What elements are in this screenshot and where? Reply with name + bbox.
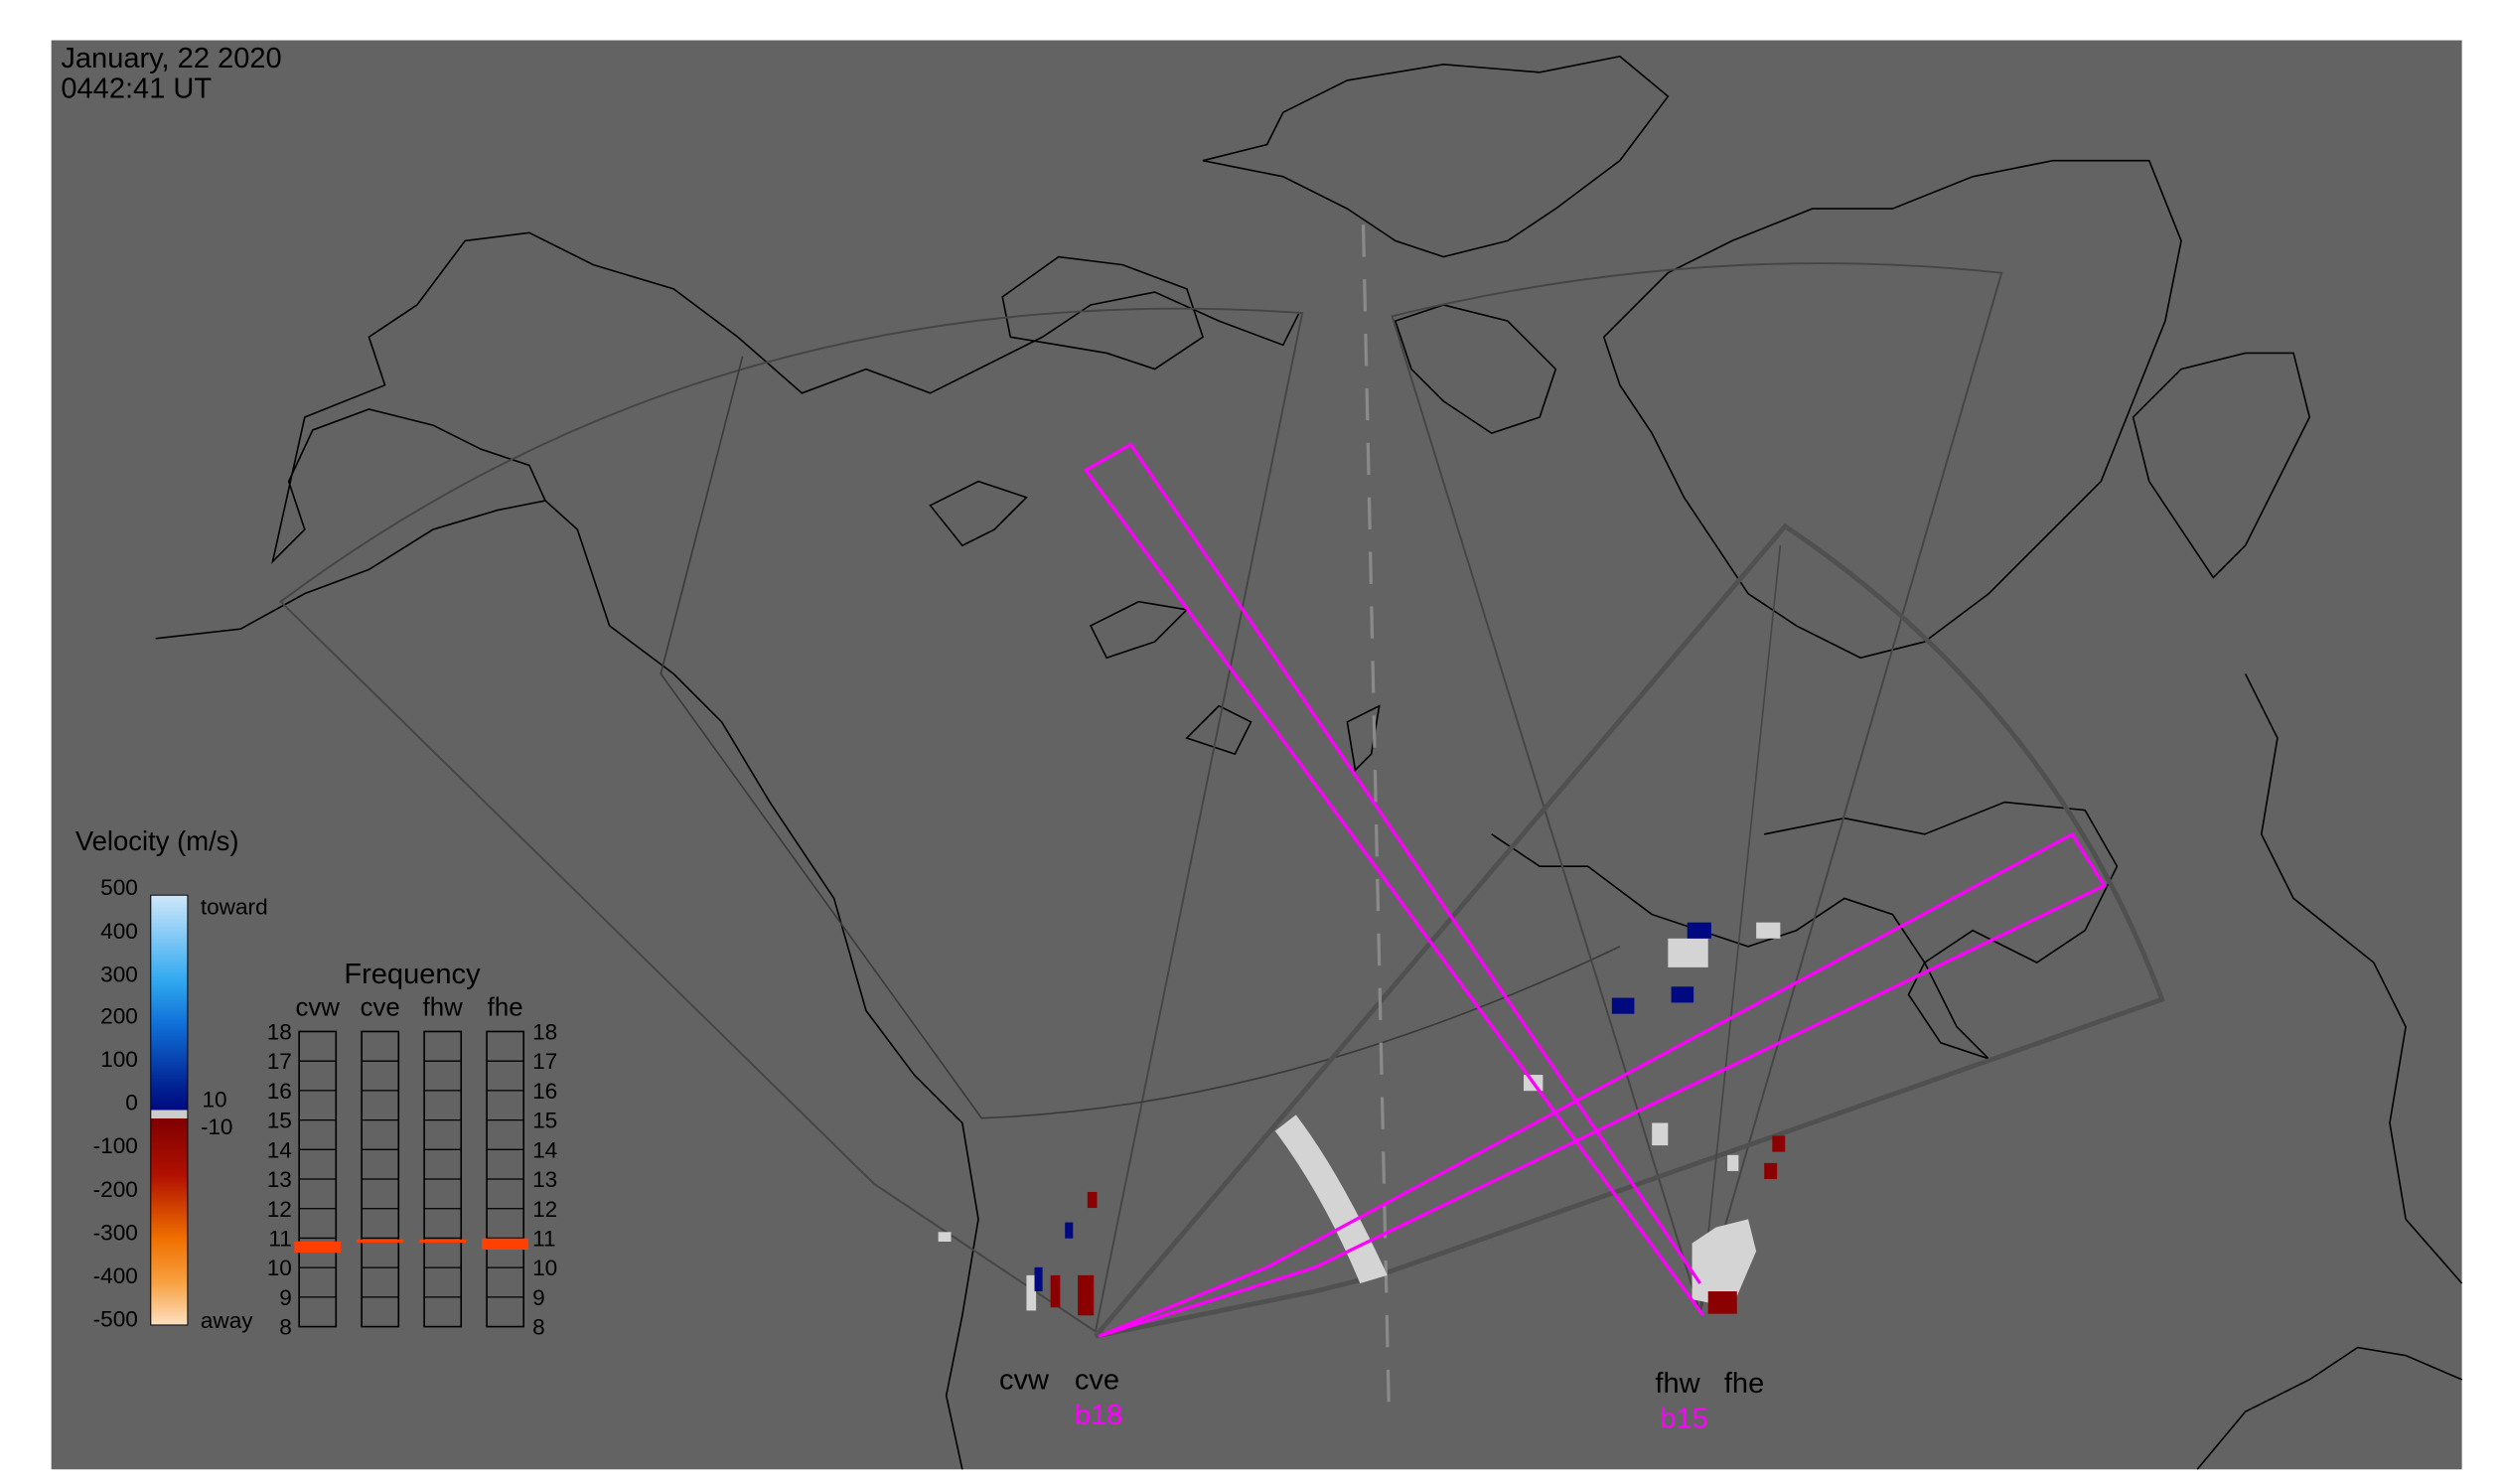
- velocity-legend: Velocity (m/s) 500 400 300 200 100 0 -10…: [75, 825, 268, 1333]
- beams: [1083, 442, 2107, 1338]
- coastlines: [155, 55, 2463, 1470]
- frequency-radar-label: fhe: [488, 993, 523, 1021]
- fov-cvw: [279, 307, 1304, 1333]
- beam-cve-b18: [1098, 831, 2107, 1338]
- fov-fhe-inner: [1698, 545, 1782, 1313]
- frequency-marker: [419, 1239, 467, 1244]
- beam-label-cve: b18: [1075, 1400, 1122, 1431]
- frequency-tick: 11: [268, 1227, 291, 1252]
- frequency-tick: 10: [267, 1256, 292, 1280]
- fov-cvw-inner: [660, 356, 1621, 1119]
- frequency-tick: 10: [532, 1256, 557, 1280]
- radar-label-fhw: fhw: [1655, 1368, 1700, 1400]
- velocity-tick: 500: [100, 875, 138, 900]
- fov-fhw-fhe: [1391, 262, 2003, 1313]
- velocity-tick: 400: [100, 919, 138, 944]
- toward-label: toward: [201, 895, 268, 920]
- frequency-tick: 12: [267, 1197, 292, 1222]
- frequency-tick: 16: [532, 1079, 557, 1104]
- velocity-legend-title: Velocity (m/s): [75, 825, 239, 856]
- frequency-tick: 13: [532, 1167, 557, 1192]
- frequency-tick: 15: [267, 1109, 292, 1133]
- frequency-tick: 11: [532, 1227, 555, 1252]
- frequency-radar-label: cve: [361, 993, 400, 1021]
- gs-tick-pos: 10: [202, 1087, 226, 1112]
- fields-of-view: [279, 224, 2165, 1412]
- velocity-tick: 0: [125, 1091, 138, 1115]
- frequency-tick: 17: [267, 1049, 292, 1074]
- ground-scatter-fhw: [1692, 1219, 1757, 1308]
- away-label: away: [201, 1308, 253, 1333]
- gs-tick-neg: -10: [201, 1114, 233, 1139]
- beam-label-fhw: b15: [1660, 1403, 1707, 1434]
- beam-fhw-b15: [1083, 442, 1705, 1317]
- frequency-marker: [357, 1239, 404, 1244]
- frequency-tick: 17: [532, 1049, 557, 1074]
- frequency-tick: 18: [267, 1020, 292, 1045]
- dateline: [1361, 224, 1391, 1412]
- frequency-tick: 18: [532, 1020, 557, 1045]
- frequency-tick: 13: [267, 1167, 292, 1192]
- frequency-marker: [294, 1241, 342, 1254]
- frequency-legend: Frequency cvw cve fhw fhe 18 18 17 17 16 16 15…: [267, 959, 557, 1340]
- frequency-tick: 12: [532, 1197, 557, 1222]
- frequency-radar-label: cvw: [295, 993, 340, 1021]
- fov-cve: [1094, 522, 2165, 1339]
- radar-label-fhe: fhe: [1724, 1368, 1764, 1400]
- frequency-legend-title: Frequency: [344, 959, 481, 990]
- velocity-tick: -500: [93, 1307, 138, 1332]
- date-label: January, 22 2020: [61, 43, 281, 74]
- frequency-tick: 8: [279, 1315, 292, 1340]
- velocity-tick: -100: [93, 1133, 138, 1158]
- velocity-colorbar: [150, 894, 189, 1326]
- frequency-tick: 9: [279, 1285, 292, 1310]
- radar-label-cve: cve: [1075, 1365, 1119, 1397]
- scatter-cells: [938, 922, 1786, 1316]
- velocity-tick: -200: [93, 1177, 138, 1202]
- frequency-tick: 15: [532, 1109, 557, 1133]
- ground-scatter-band: [1274, 1114, 1388, 1283]
- velocity-tick: 300: [100, 962, 138, 986]
- radar-label-cvw: cvw: [999, 1365, 1050, 1397]
- velocity-tick: 100: [100, 1047, 138, 1072]
- frequency-tick: 9: [532, 1285, 545, 1310]
- frequency-marker: [482, 1238, 529, 1251]
- frequency-tick: 14: [267, 1137, 292, 1162]
- velocity-tick: 200: [100, 1003, 138, 1028]
- frequency-tick: 16: [267, 1079, 292, 1104]
- frequency-tick: 14: [532, 1137, 557, 1162]
- frequency-radar-label: fhw: [423, 993, 464, 1021]
- map-background: [51, 40, 2462, 1470]
- frequency-tick: 8: [532, 1315, 545, 1340]
- time-label: 0442:41 UT: [61, 74, 212, 105]
- velocity-tick: -400: [93, 1263, 138, 1288]
- velocity-tick: -300: [93, 1220, 138, 1245]
